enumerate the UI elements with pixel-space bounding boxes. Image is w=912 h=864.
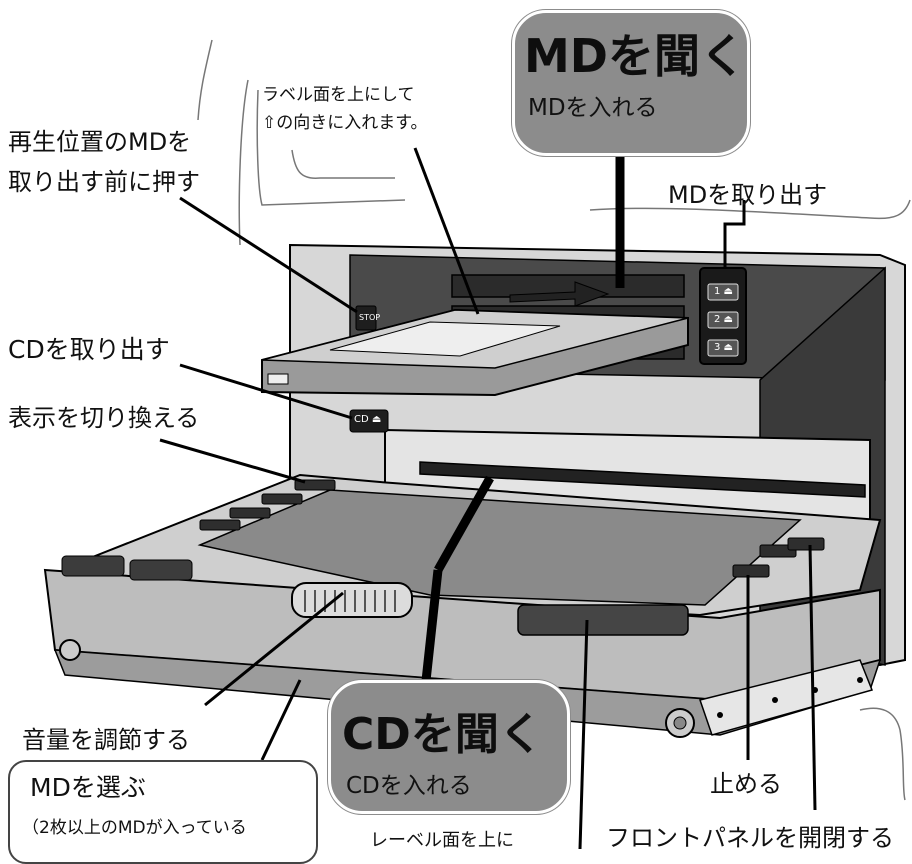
panel-small-button-3 xyxy=(199,519,241,531)
bracket xyxy=(699,659,874,736)
hinge-left xyxy=(59,639,81,661)
front-panel-open-button xyxy=(517,604,689,636)
display-switch-button xyxy=(294,479,336,491)
md-select-title: MDを選ぶ xyxy=(30,773,146,802)
stop-label-line2: 取り出す前に押す xyxy=(8,168,200,196)
panel-left-button-b xyxy=(129,559,193,581)
md-eject-button-1 xyxy=(707,283,739,301)
md-select-note: （2枚以上のMDが入っている xyxy=(22,818,247,838)
md-disc-shutter xyxy=(329,321,561,357)
cd-eject-button xyxy=(349,409,389,433)
cd-orientation-note: レーベル面を上に xyxy=(370,830,514,851)
md-heading-subtitle: MDを入れる xyxy=(528,95,658,121)
md-orientation-note-line2: ⇧の向きに入れます。 xyxy=(262,113,428,133)
md-eject-button-1-label: 1 ⏏ xyxy=(714,286,733,297)
stop-button xyxy=(355,305,377,331)
md-eject-button-3-label: 3 ⏏ xyxy=(714,342,733,353)
volume-label: 音量を調節する xyxy=(22,726,190,754)
cd-eject-label: CDを取り出す xyxy=(8,335,170,364)
md-heading-box xyxy=(512,10,750,156)
dashboard-outline xyxy=(197,39,911,801)
cd-heading-subtitle: CDを入れる xyxy=(346,773,472,799)
stop-label-line1: 再生位置のMDを xyxy=(8,128,192,156)
cd-heading-title: CDを聞く xyxy=(342,709,543,760)
panel-small-button-1 xyxy=(261,493,303,505)
panel-stop-button xyxy=(732,564,770,578)
cd-heading-box xyxy=(328,680,570,814)
panel-right-button-a xyxy=(759,544,797,558)
md-heading-title: MDを聞く xyxy=(524,29,746,83)
cd-eject-button-label: CD ⏏ xyxy=(354,414,382,425)
md-eject-button-2 xyxy=(707,311,739,329)
leader-lines xyxy=(159,147,817,849)
panel-small-button-2 xyxy=(229,507,271,519)
stop-function-label: 止める xyxy=(710,770,782,798)
md-eject-label: MDを取り出す xyxy=(668,181,828,209)
panel-right-button-b xyxy=(787,537,825,551)
insert-arrow xyxy=(509,281,610,307)
cd-slot xyxy=(419,461,866,498)
front-panel-label: フロントパネルを開閉する xyxy=(606,824,894,852)
display-switch-label: 表示を切り換える xyxy=(8,404,200,432)
stop-button-label: STOP xyxy=(359,313,381,322)
md-orientation-note-line1: ラベル面を上にして xyxy=(262,85,415,105)
md-disc-notch xyxy=(267,373,289,385)
md-eject-button-3 xyxy=(707,339,739,357)
md-eject-button-2-label: 2 ⏏ xyxy=(714,314,733,325)
panel-left-button-a xyxy=(61,555,125,577)
